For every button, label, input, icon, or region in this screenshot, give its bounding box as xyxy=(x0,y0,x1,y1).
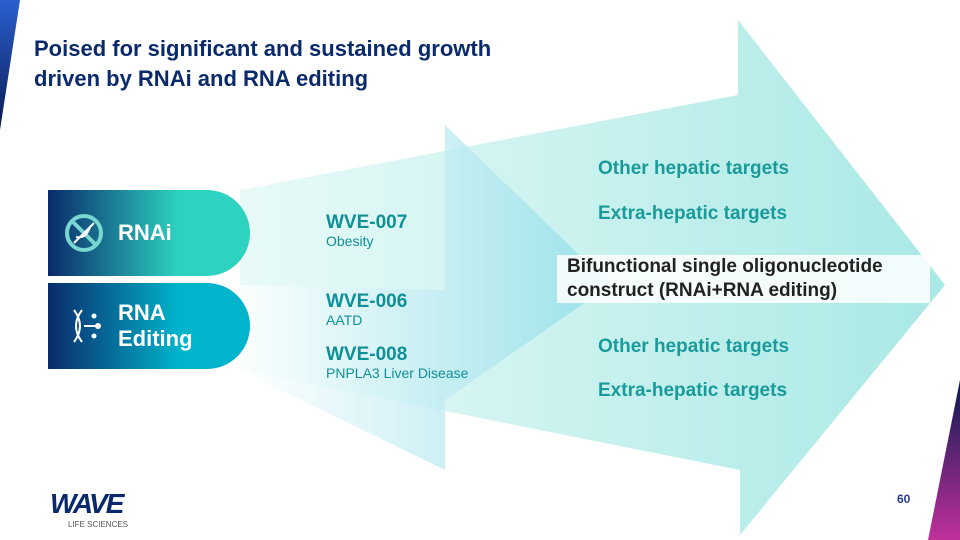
dna-edit-icon xyxy=(62,304,106,348)
target-extra-hepatic-rnai: Extra-hepatic targets xyxy=(598,203,788,224)
page-number: 60 xyxy=(897,492,911,506)
modality-label: RNA xyxy=(118,300,166,325)
corner-bottom-right xyxy=(928,380,960,540)
corner-top-left xyxy=(0,0,20,130)
page-title: Poised for significant and sustained gro… xyxy=(34,36,492,91)
dna-blocked-icon xyxy=(62,211,106,255)
target-extra-hepatic-editing: Extra-hepatic targets xyxy=(598,380,788,401)
modality-label: Editing xyxy=(118,326,193,351)
target-other-hepatic-rnai: Other hepatic targets xyxy=(598,158,790,179)
lower-arrow xyxy=(240,125,610,470)
modality-label: RNAi xyxy=(118,220,172,245)
target-other-hepatic-editing: Other hepatic targets xyxy=(598,336,790,357)
modality-rnai: RNAi xyxy=(48,190,250,276)
